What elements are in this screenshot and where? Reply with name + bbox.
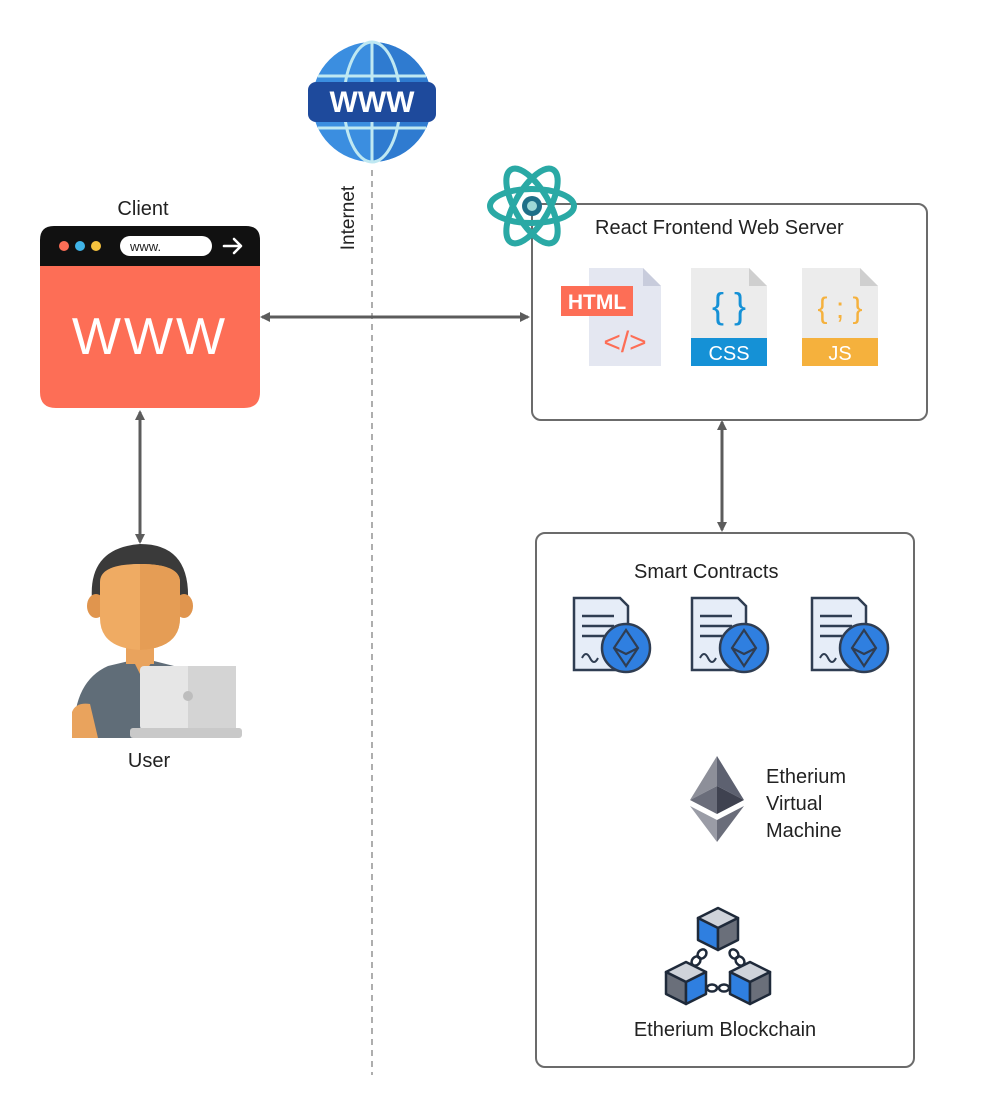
blockchain-label: Etherium Blockchain xyxy=(633,1019,817,1041)
js-file-icon: { ; } JS xyxy=(802,268,878,366)
contract-ethereum-icon-3 xyxy=(810,596,890,674)
browser-address-text: www. xyxy=(129,239,161,254)
browser-dot-red xyxy=(59,241,69,251)
evm-label-line-2: Virtual xyxy=(766,793,823,815)
svg-text:</>: </> xyxy=(603,326,646,359)
css-file-icon: { } CSS xyxy=(691,268,767,366)
globe-icon: WWW xyxy=(308,40,436,164)
smart-contracts-label: Smart Contracts xyxy=(634,561,779,583)
blockchain-icon xyxy=(664,906,772,1006)
svg-text:{ }: { } xyxy=(712,285,746,326)
evm-label: Etherium Virtual Machine xyxy=(766,764,846,845)
contract-ethereum-icon-2 xyxy=(690,596,770,674)
globe-text: WWW xyxy=(330,86,416,119)
evm-label-line-3: Machine xyxy=(766,820,842,842)
react-logo-icon xyxy=(487,165,577,247)
internet-label: Internet xyxy=(338,185,359,251)
client-label: Client xyxy=(117,198,169,220)
browser-body-text: WWW xyxy=(72,308,228,366)
browser-address-bar xyxy=(120,236,212,256)
user-label: User xyxy=(127,750,171,772)
browser-window-icon: www. WWW xyxy=(40,226,260,408)
svg-text:CSS: CSS xyxy=(708,343,749,365)
contract-ethereum-icon-1 xyxy=(572,596,652,674)
svg-text:HTML: HTML xyxy=(568,291,626,314)
browser-dot-blue xyxy=(75,241,85,251)
html-file-icon: HTML </> xyxy=(561,268,661,366)
user-laptop-icon xyxy=(72,544,242,738)
svg-text:{ ; }: { ; } xyxy=(817,292,862,325)
ethereum-logo-icon xyxy=(690,756,744,842)
arrow-right-icon xyxy=(222,237,243,255)
browser-dot-yellow xyxy=(91,241,101,251)
svg-text:JS: JS xyxy=(828,343,851,365)
evm-label-line-1: Etherium xyxy=(766,766,847,788)
react-server-label: React Frontend Web Server xyxy=(595,217,844,239)
